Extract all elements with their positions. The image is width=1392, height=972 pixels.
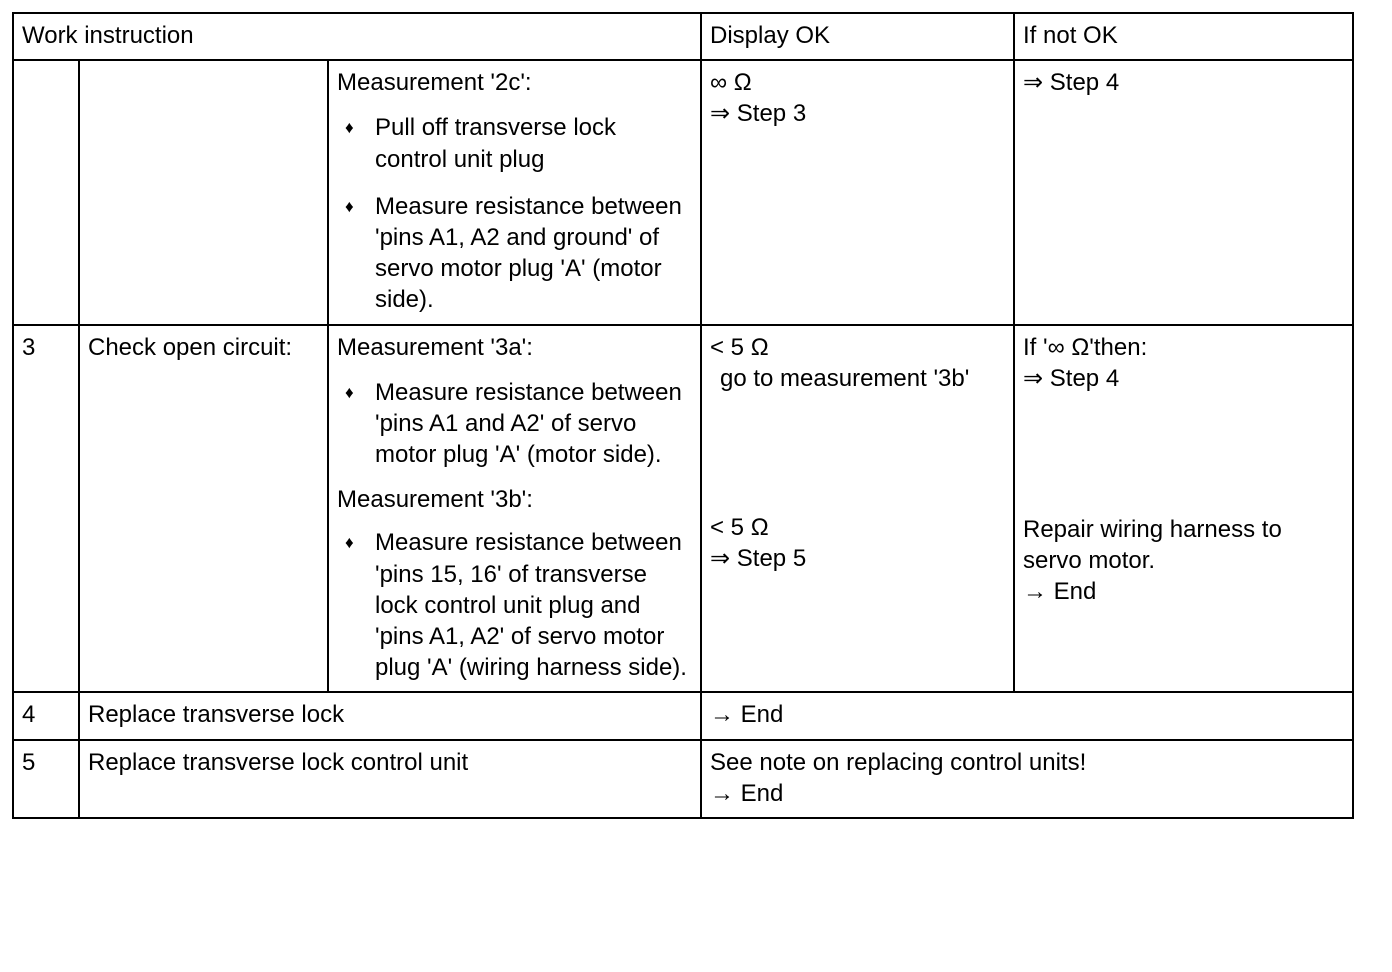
list-item-label: Measure resistance between 'pins A1, A2 … [375, 192, 682, 314]
diamond-bullet-icon: ♦ [345, 196, 354, 216]
row-2c-task [78, 59, 329, 326]
row-2c-display-ok: ∞ Ω ⇒ Step 3 [700, 59, 1015, 326]
row-4-result: → End [700, 691, 1354, 741]
display-ok-3a-value: < 5 Ω [710, 333, 769, 361]
row-3-display-ok: < 5 Ω go to measurement '3b' < 5 Ω ⇒ Ste… [700, 323, 1015, 694]
if-not-ok-3b-action: Repair wiring harness to servo motor. [1023, 515, 1282, 575]
measurement-3b-bullet-list: ♦ Measure resistance between 'pins 15, 1… [337, 527, 692, 683]
display-ok-3a-goto: go to measurement '3b' [720, 364, 970, 392]
row-3-if-not-ok: If '∞ Ω'then: ⇒ Step 4 Repair wiring har… [1013, 323, 1354, 694]
work-instruction-table: Work instruction Display OK If not OK Me… [12, 11, 1354, 819]
row-4-end: → End [710, 701, 784, 729]
measurement-3b-title: Measurement '3b': [337, 486, 533, 514]
row-2c-if-not-ok: ⇒ Step 4 [1013, 59, 1354, 326]
header-display-ok: Display OK [700, 11, 1015, 62]
table-header-row: Work instruction Display OK If not OK [12, 11, 1354, 62]
header-work-instruction: Work instruction [12, 11, 702, 62]
if-not-ok-3b-end: → End [1023, 578, 1097, 606]
spacer [710, 394, 1005, 512]
list-item: ♦ Pull off transverse lock control unit … [337, 112, 692, 174]
header-if-not-ok: If not OK [1013, 11, 1354, 62]
row-4-task: Replace transverse lock [78, 691, 702, 741]
diamond-bullet-icon: ♦ [345, 533, 354, 553]
measurement-2c-bullet-list: ♦ Pull off transverse lock control unit … [337, 112, 692, 315]
list-item-label: Measure resistance between 'pins A1 and … [375, 378, 682, 469]
row-5-step: 5 [12, 738, 80, 819]
list-item: ♦ Measure resistance between 'pins A1, A… [337, 191, 692, 316]
table-row: Measurement '2c': ♦ Pull off transverse … [12, 59, 1354, 326]
list-item: ♦ Measure resistance between 'pins A1 an… [337, 377, 692, 471]
display-ok-3b-value: < 5 Ω [710, 513, 769, 541]
row-5-end: → End [710, 779, 784, 807]
if-not-ok-3a-condition: If '∞ Ω'then: [1023, 333, 1148, 361]
if-not-ok-next-step: ⇒ Step 4 [1023, 69, 1120, 97]
table-row: 5 Replace transverse lock control unit S… [12, 738, 1354, 819]
row-3-detail: Measurement '3a': ♦ Measure resistance b… [327, 323, 702, 694]
row-3-task: Check open circuit: [78, 323, 329, 694]
spacer [1023, 394, 1344, 514]
measurement-3a-title: Measurement '3a': [337, 333, 533, 361]
row-4-step: 4 [12, 691, 80, 741]
list-item-label: Measure resistance between 'pins 15, 16'… [375, 529, 687, 682]
display-ok-value: ∞ Ω [710, 69, 752, 97]
measurement-3a-bullet-list: ♦ Measure resistance between 'pins A1 an… [337, 377, 692, 471]
row-5-result: See note on replacing control units! → E… [700, 738, 1354, 819]
if-not-ok-3a-next-step: ⇒ Step 4 [1023, 364, 1120, 392]
row-2c-step [12, 59, 80, 326]
list-item: ♦ Measure resistance between 'pins 15, 1… [337, 527, 692, 683]
list-item-label: Pull off transverse lock control unit pl… [375, 114, 616, 173]
row-5-task: Replace transverse lock control unit [78, 738, 702, 819]
display-ok-next-step: ⇒ Step 3 [710, 100, 807, 128]
table-row: 3 Check open circuit: Measurement '3a': … [12, 323, 1354, 694]
row-3-step: 3 [12, 323, 80, 694]
table-row: 4 Replace transverse lock → End [12, 691, 1354, 741]
row-2c-detail: Measurement '2c': ♦ Pull off transverse … [327, 59, 702, 326]
display-ok-3b-next-step: ⇒ Step 5 [710, 545, 807, 573]
row-5-note: See note on replacing control units! [710, 748, 1087, 776]
measurement-2c-title: Measurement '2c': [337, 69, 532, 97]
diamond-bullet-icon: ♦ [345, 382, 354, 402]
diamond-bullet-icon: ♦ [345, 118, 354, 138]
